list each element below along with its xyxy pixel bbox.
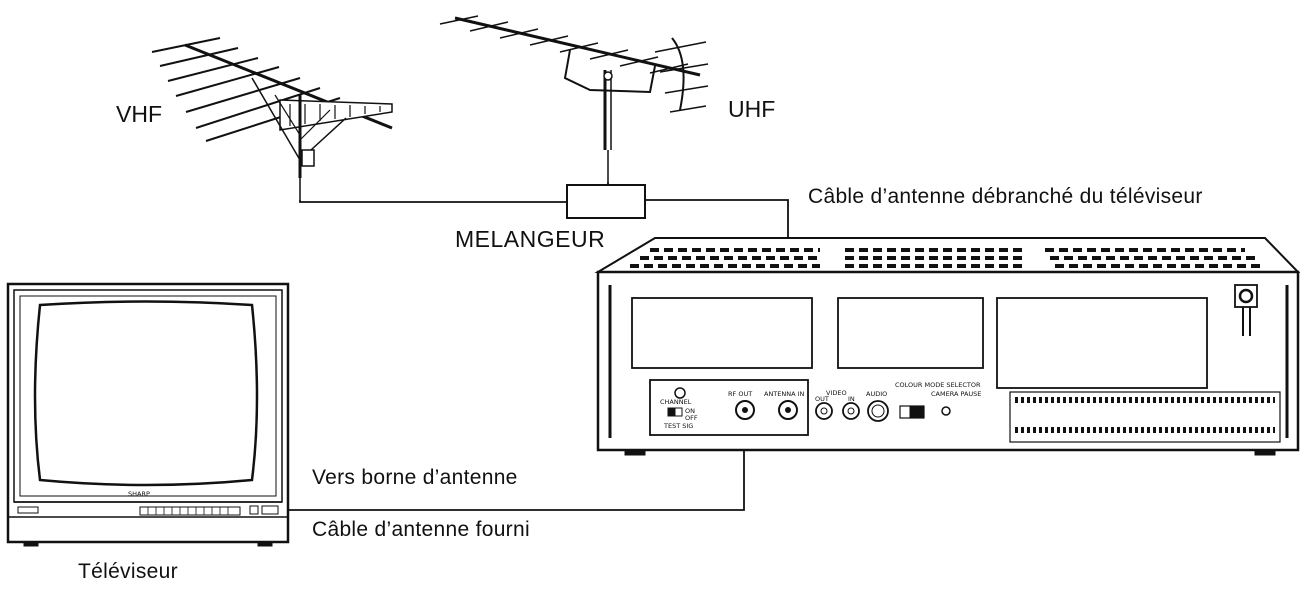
vhf-label: VHF — [116, 101, 162, 127]
tv-label: Téléviseur — [78, 560, 178, 583]
vhf-antenna — [151, 37, 393, 200]
channel-label: CHANNEL — [660, 398, 692, 406]
television — [6, 282, 290, 547]
disconnected-cable-label: Câble d’antenne débranché du téléviseur — [808, 185, 1203, 208]
tv-brand: SHARP — [128, 490, 150, 498]
audio-label: AUDIO — [866, 390, 887, 398]
video-out-label: OUT — [815, 395, 829, 403]
mixer-label: MELANGEUR — [455, 226, 606, 252]
mixer-box — [566, 184, 646, 219]
to-antenna-terminal-label: Vers borne d’antenne — [312, 466, 518, 489]
test-sig-label: TEST SIG — [663, 422, 693, 430]
vcr — [594, 237, 1301, 456]
video-in-label: IN — [848, 395, 855, 403]
uhf-label: UHF — [728, 96, 776, 122]
supplied-cable-label: Câble d’antenne fourni — [312, 518, 530, 541]
colour-mode-selector-label: COLOUR MODE SELECTOR — [895, 381, 981, 389]
video-label: VIDEO — [826, 389, 847, 397]
antenna-in-label: ANTENNA IN — [764, 390, 805, 398]
on-label: ON — [685, 407, 695, 415]
camera-pause-label: CAMERA PAUSE — [931, 390, 981, 398]
uhf-antenna — [439, 15, 709, 182]
vcr-panel-labels: CHANNEL ON OFF TEST SIG RF OUT ANTENNA I… — [660, 381, 981, 430]
rf-out-label: RF OUT — [728, 390, 752, 398]
off-label: OFF — [685, 414, 698, 422]
